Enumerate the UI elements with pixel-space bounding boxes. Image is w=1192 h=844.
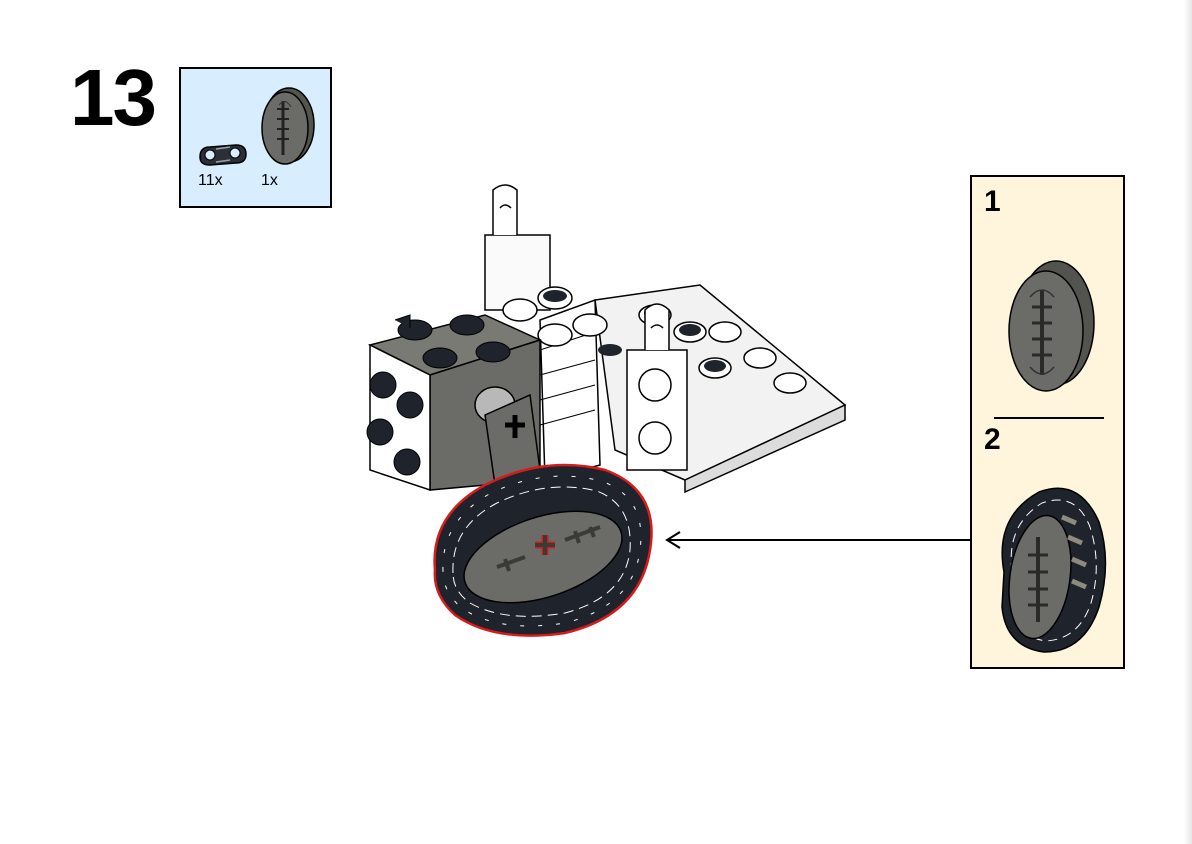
substep-2-number: 2 [984,423,1001,456]
chain-gear-assembly-highlighted [425,455,665,640]
chain-link-qty: 11x [198,172,223,189]
substep-1-gear [1002,255,1097,400]
parts-list-box: 11x 1x [179,67,332,208]
page-edge [1184,0,1192,844]
step-number: 13 [70,53,157,142]
substep-2-chain-gear [984,477,1114,657]
substep-divider [994,417,1104,419]
gear-wheel-part [259,85,315,169]
gear-wheel-qty: 1x [261,172,278,189]
chain-link-part [196,137,250,171]
placement-arrow [662,528,974,552]
model-assembly [355,180,855,510]
substep-1-number: 1 [984,185,1001,218]
sub-assembly-callout: 1 2 [970,175,1125,669]
